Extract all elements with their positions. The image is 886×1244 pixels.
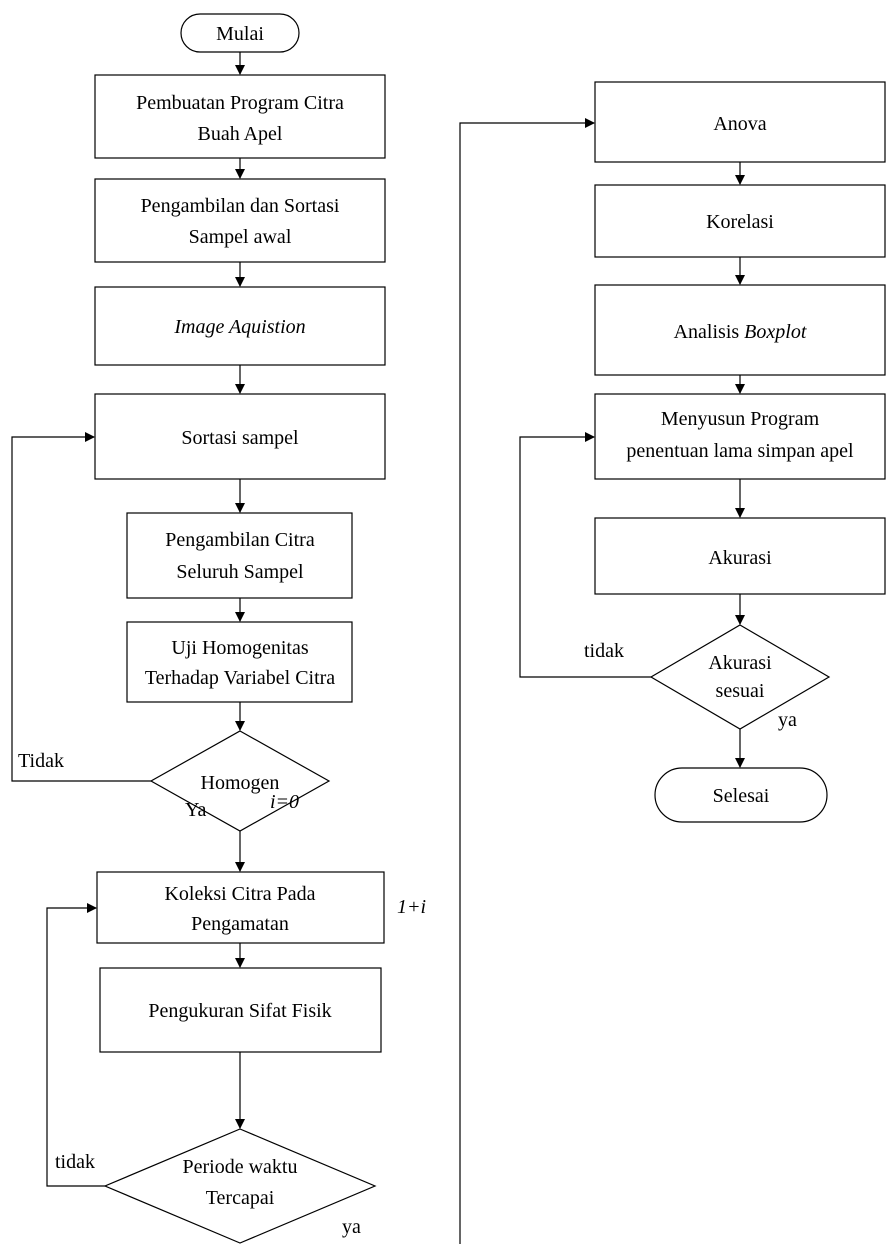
decision-akurasi-sesuai: Akurasi sesuai <box>649 624 831 730</box>
process-sortasi-sampel: Sortasi sampel <box>94 393 386 480</box>
label-tidak-periode: tidak <box>55 1151 95 1173</box>
label-i-increment: 1+i <box>397 896 426 918</box>
koleksi-line1: Koleksi Citra Pada <box>164 883 315 905</box>
label-tidak-akurasi: tidak <box>584 640 624 662</box>
pembuatan-line1: Pembuatan Program Citra <box>136 92 344 114</box>
citra-line2: Seluruh Sampel <box>176 561 304 583</box>
akurasi-decision-line2: sesuai <box>716 680 765 702</box>
sortasi-label: Sortasi sampel <box>181 427 299 449</box>
boxplot-italic: Boxplot <box>744 321 807 343</box>
pengambilan-line2: Sampel awal <box>189 226 292 248</box>
start-terminator: Mulai <box>180 13 300 53</box>
akurasi-label: Akurasi <box>708 547 772 569</box>
process-korelasi: Korelasi <box>594 184 886 258</box>
process-akurasi: Akurasi <box>594 517 886 595</box>
process-analisis-boxplot: Analisis Boxplot <box>594 284 886 376</box>
process-menyusun-program: Menyusun Program penentuan lama simpan a… <box>594 393 886 480</box>
label-i-init: i=0 <box>270 791 299 813</box>
boxplot-label: Analisis Boxplot <box>674 321 807 343</box>
process-anova: Anova <box>594 81 886 163</box>
homogen-label: Homogen <box>201 772 280 794</box>
periode-line2: Tercapai <box>206 1187 275 1209</box>
process-pembuatan-program: Pembuatan Program Citra Buah Apel <box>94 74 386 159</box>
process-uji-homogenitas: Uji Homogenitas Terhadap Variabel Citra <box>126 621 353 703</box>
process-koleksi-citra: Koleksi Citra Pada Pengamatan <box>96 871 385 944</box>
arrow-akurasi-tidak-loop <box>519 432 651 678</box>
boxplot-prefix: Analisis <box>674 321 745 343</box>
pembuatan-line2: Buah Apel <box>198 123 283 145</box>
label-ya-periode: ya <box>342 1216 361 1238</box>
anova-label: Anova <box>713 113 766 135</box>
uji-line1: Uji Homogenitas <box>171 637 308 659</box>
menyusun-line1: Menyusun Program <box>661 408 820 430</box>
menyusun-line2: penentuan lama simpan apel <box>626 440 854 462</box>
end-label: Selesai <box>713 785 770 807</box>
start-label: Mulai <box>216 23 264 45</box>
decision-homogen: Homogen <box>149 730 331 832</box>
arrow-periode-tidak-loop <box>46 903 105 1187</box>
process-pengambilan-sortasi: Pengambilan dan Sortasi Sampel awal <box>94 178 386 263</box>
uji-line2: Terhadap Variabel Citra <box>145 667 335 689</box>
decision-periode-waktu: Periode waktu Tercapai <box>103 1128 377 1244</box>
label-tidak-homogen: Tidak <box>18 750 64 772</box>
periode-line1: Periode waktu <box>183 1156 298 1178</box>
process-image-acquisition: Image Aquistion <box>94 286 386 366</box>
citra-line1: Pengambilan Citra <box>165 529 315 551</box>
connector-left-to-right <box>459 118 595 1244</box>
koleksi-line2: Pengamatan <box>191 913 289 935</box>
label-ya-akurasi: ya <box>778 709 797 731</box>
process-pengukuran-sifat: Pengukuran Sifat Fisik <box>99 967 382 1053</box>
arrow-homogen-tidak-loop <box>11 432 151 782</box>
pengukuran-label: Pengukuran Sifat Fisik <box>148 1000 331 1022</box>
label-ya-homogen: Ya <box>185 799 206 821</box>
pengambilan-line1: Pengambilan dan Sortasi <box>141 195 340 217</box>
process-pengambilan-citra: Pengambilan Citra Seluruh Sampel <box>126 512 353 599</box>
akurasi-decision-line1: Akurasi <box>708 652 772 674</box>
image-acquisition-label: Image Aquistion <box>173 316 305 338</box>
korelasi-label: Korelasi <box>706 211 774 233</box>
end-terminator: Selesai <box>654 767 828 823</box>
